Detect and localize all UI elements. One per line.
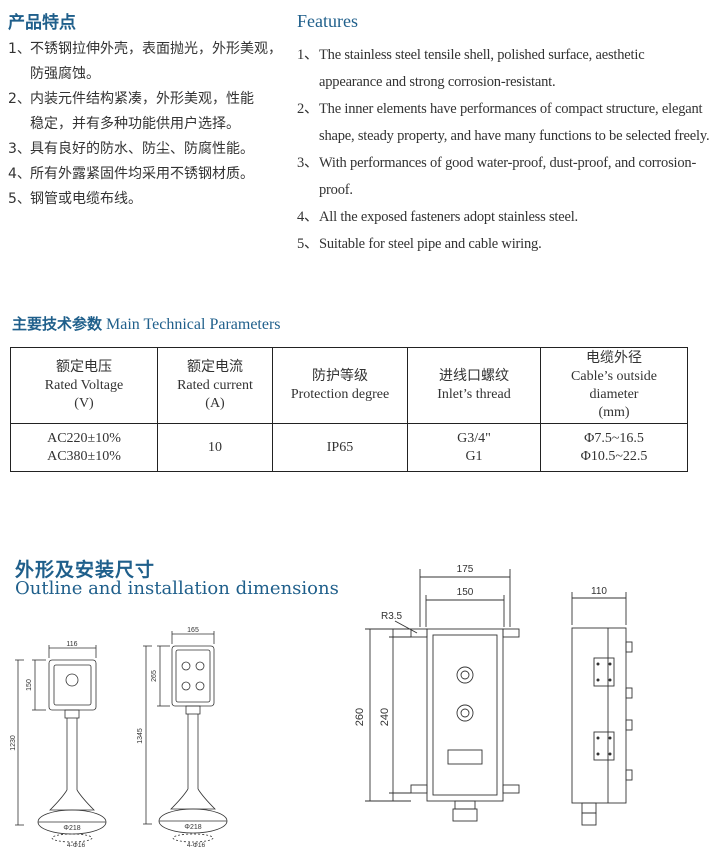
dimension-total: 1230	[10, 735, 17, 751]
dimension-height: 150	[26, 679, 33, 691]
dimensions-title-cn: 外形及安装尺寸	[15, 559, 156, 581]
features-cn-list: 1、不锈钢拉伸外壳，表面抛光，外形美观，防强腐蚀。 2、内装元件结构紧凑，外形美…	[8, 37, 288, 212]
dimension-inner-height: 240	[379, 708, 391, 726]
dimension-depth: 110	[591, 586, 607, 597]
list-item: 2、内装元件结构紧凑，外形美观，性能稳定，并有多种功能供用户选择。	[8, 91, 254, 132]
features-en-title: Features	[297, 11, 358, 31]
dimension-radius: R3.5	[381, 611, 403, 622]
list-item: 1、The stainless steel tensile shell, pol…	[297, 47, 645, 90]
side-view-drawing: 110	[571, 586, 633, 826]
column-drawing-large: 165 265 1345 Φ218 4-Φ16	[137, 627, 228, 849]
list-item: 1、不锈钢拉伸外壳，表面抛光，外形美观，防强腐蚀。	[8, 41, 282, 82]
dimension-holes: 4-Φ16	[187, 842, 206, 849]
list-item: 5、Suitable for steel pipe and cable wiri…	[297, 236, 542, 252]
cell-voltage: AC220±10%AC380±10%	[10, 423, 158, 472]
list-item: 5、钢管或电缆布线。	[8, 191, 142, 207]
dimension-base: Φ218	[63, 825, 80, 832]
column-drawing-small: 116 150 1230 Φ218 4-Φ16	[10, 641, 107, 849]
dimension-total: 1345	[137, 728, 144, 744]
dimension-width: 165	[187, 627, 199, 634]
dimension-width: 116	[66, 641, 77, 648]
params-title-cn: 主要技术参数	[12, 315, 103, 333]
dimension-height: 265	[151, 670, 158, 682]
list-item: 3、With performances of good water-proof,…	[297, 155, 697, 198]
list-item: 3、具有良好的防水、防尘、防腐性能。	[8, 141, 254, 157]
cell-protection: IP65	[272, 423, 408, 472]
params-title-en: Main Technical Parameters	[106, 316, 281, 333]
dimension-holes: 4-Φ16	[67, 842, 86, 849]
list-item: 4、所有外露紧固件均采用不锈钢材质。	[8, 166, 254, 182]
features-en-list: 1、The stainless steel tensile shell, pol…	[297, 42, 717, 258]
dimension-base: Φ218	[184, 824, 201, 831]
params-title: 主要技术参数 Main Technical Parameters	[12, 313, 281, 334]
cell-current: 10	[157, 423, 273, 472]
cell-thread: G3/4"G1	[407, 423, 541, 472]
list-item: 2、The inner elements have performances o…	[297, 101, 710, 144]
list-item: 4、All the exposed fasteners adopt stainl…	[297, 209, 578, 225]
dimension-outer-width: 175	[457, 564, 474, 575]
features-cn-title: 产品特点	[8, 13, 76, 33]
dimensions-title-en: Outline and installation dimensions	[15, 578, 339, 599]
table-row: AC220±10%AC380±10% 10 IP65 G3/4"G1 Φ7.5~…	[10, 423, 688, 472]
dimension-outer-height: 260	[354, 708, 366, 726]
dimension-inner-width: 150	[457, 587, 474, 598]
front-view-drawing: 175 150 R3.5 260 240	[354, 564, 520, 822]
